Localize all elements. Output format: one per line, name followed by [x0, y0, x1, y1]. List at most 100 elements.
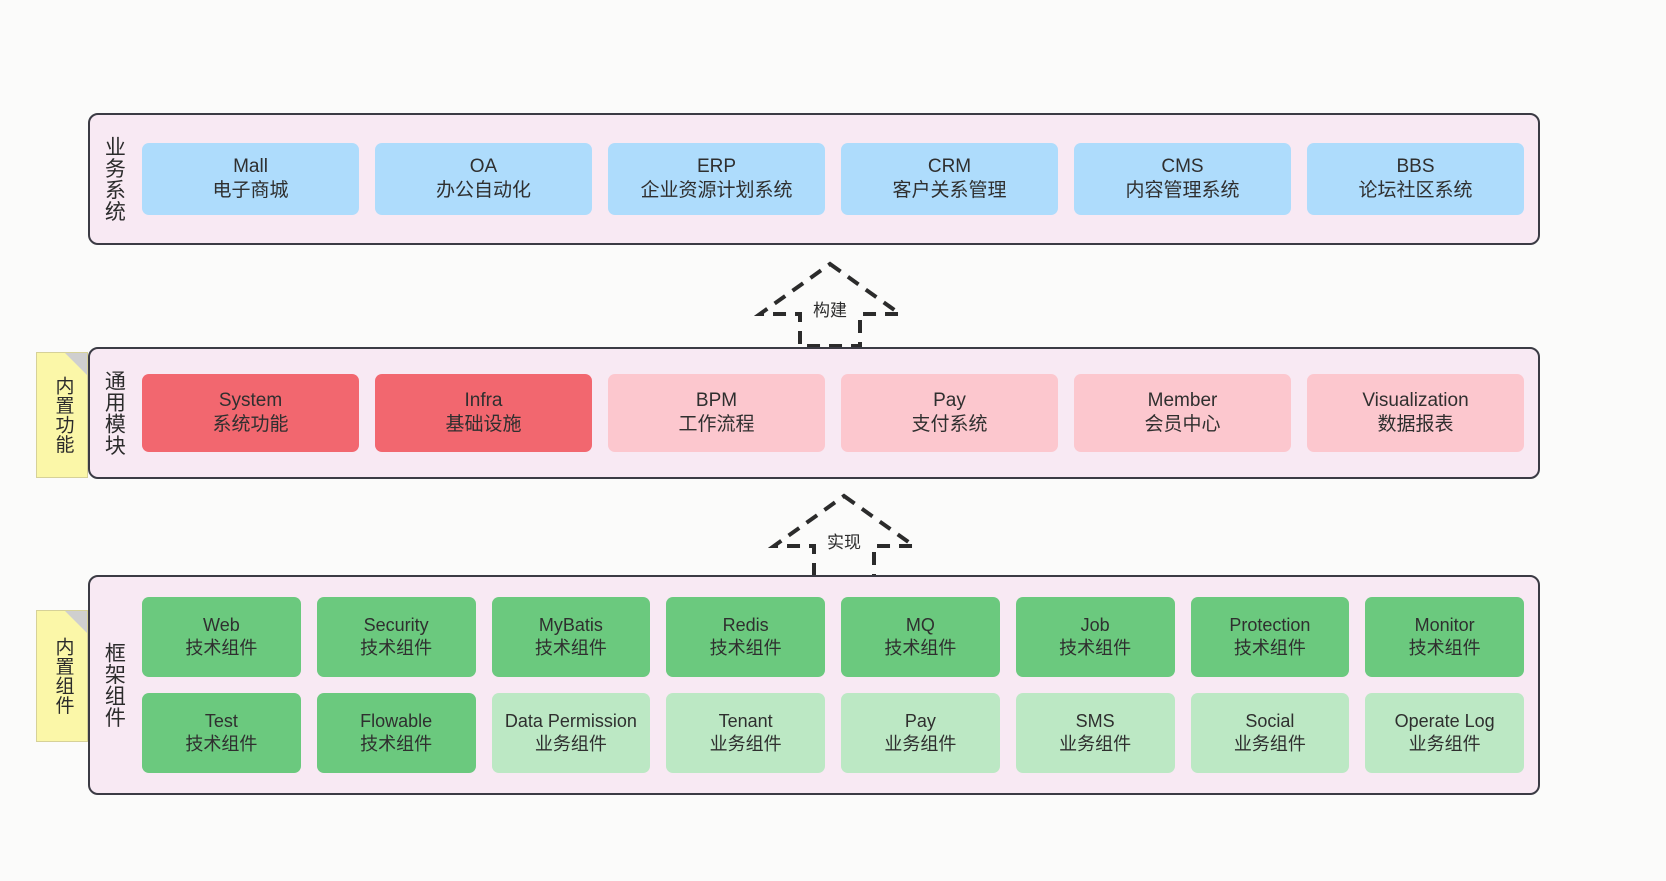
framework-component-box[interactable]: Redis 技术组件 [666, 597, 825, 677]
sticky-note-builtin-features: 内置功能 [36, 352, 88, 478]
box-title-en: Infra [464, 389, 503, 411]
box-title-cn: 业务组件 [709, 734, 782, 754]
box-title-cn: 内容管理系统 [1125, 180, 1240, 201]
box-title-cn: 技术组件 [360, 734, 433, 754]
business-system-box[interactable]: BBS 论坛社区系统 [1307, 143, 1524, 215]
box-title-cn: 业务组件 [534, 734, 607, 754]
box-title-en: BBS [1396, 155, 1435, 177]
box-title-en: CRM [927, 155, 972, 177]
box-title-en: SMS [1075, 710, 1115, 731]
box-title-cn: 论坛社区系统 [1358, 180, 1473, 201]
common-module-box[interactable]: Member 会员中心 [1074, 374, 1291, 452]
framework-component-box[interactable]: Flowable 技术组件 [316, 693, 476, 773]
framework-component-box[interactable]: Web 技术组件 [142, 597, 301, 677]
box-title-cn: 会员中心 [1144, 414, 1221, 435]
box-title-en: CMS [1161, 155, 1204, 177]
box-title-cn: 支付系统 [911, 414, 988, 435]
box-title-cn: 技术组件 [534, 638, 607, 658]
box-title-cn: 业务组件 [1233, 734, 1306, 754]
framework-component-box[interactable]: MQ 技术组件 [841, 597, 1000, 677]
box-title-cn: 技术组件 [1059, 638, 1132, 658]
framework-component-box[interactable]: MyBatis 技术组件 [491, 597, 651, 677]
common-module-box[interactable]: Pay 支付系统 [841, 374, 1058, 452]
layer-common-modules: 通用模块 System 系统功能 Infra 基础设施 BPM 工作流程 Pay 支付系统 Me… [88, 347, 1540, 479]
arrow-realize: 实现 [768, 490, 920, 582]
framework-component-box[interactable]: Tenant 业务组件 [666, 693, 825, 773]
box-title-cn: 技术组件 [185, 734, 258, 754]
box-title-en: Data Permission [504, 710, 637, 731]
box-title-en: ERP [696, 155, 737, 177]
framework-component-box[interactable]: Monitor 技术组件 [1365, 597, 1524, 677]
layer-business-body: Mall 电子商城 OA 办公自动化 ERP 企业资源计划系统 CRM 客户关系管理 CMS 内容… [136, 115, 1538, 243]
framework-component-box[interactable]: Operate Log 业务组件 [1365, 693, 1524, 773]
box-title-cn: 企业资源计划系统 [640, 180, 793, 201]
business-system-box[interactable]: CMS 内容管理系统 [1074, 143, 1291, 215]
framework-component-box[interactable]: Protection 技术组件 [1190, 597, 1350, 677]
box-title-en: Mall [233, 155, 268, 177]
framework-component-box[interactable]: Job 技术组件 [1015, 597, 1175, 677]
box-title-cn: 业务组件 [1059, 734, 1132, 754]
layer-modules-title: 通用模块 [102, 370, 126, 456]
common-module-box[interactable]: System 系统功能 [142, 374, 359, 452]
box-title-en: Pay [933, 389, 966, 411]
box-title-cn: 技术组件 [884, 638, 957, 658]
box-title-cn: 数据报表 [1377, 414, 1454, 435]
box-title-en: Test [204, 710, 238, 731]
box-title-en: OA [469, 155, 498, 177]
layer-modules-body: System 系统功能 Infra 基础设施 BPM 工作流程 Pay 支付系统 Member 会… [136, 349, 1538, 477]
box-title-en: MQ [905, 614, 935, 635]
box-title-en: System [218, 389, 283, 411]
framework-component-box[interactable]: Social 业务组件 [1190, 693, 1350, 773]
box-title-cn: 系统功能 [212, 414, 289, 435]
business-row: Mall 电子商城 OA 办公自动化 ERP 企业资源计划系统 CRM 客户关系管理 CMS 内容… [142, 143, 1524, 215]
framework-component-box[interactable]: Pay 业务组件 [841, 693, 1000, 773]
box-title-en: Tenant [718, 710, 773, 731]
common-module-box[interactable]: Visualization 数据报表 [1307, 374, 1524, 452]
box-title-cn: 电子商城 [212, 180, 289, 201]
sticky-note-builtin-components: 内置组件 [36, 610, 88, 742]
framework-component-box[interactable]: Test 技术组件 [142, 693, 301, 773]
box-title-cn: 工作流程 [678, 414, 755, 435]
box-title-en: Redis [722, 614, 769, 635]
business-system-box[interactable]: Mall 电子商城 [142, 143, 359, 215]
box-title-cn: 客户关系管理 [892, 180, 1007, 201]
box-title-cn: 业务组件 [1408, 734, 1481, 754]
box-title-cn: 技术组件 [1233, 638, 1306, 658]
box-title-en: Monitor [1414, 614, 1475, 635]
box-title-en: Flowable [360, 710, 433, 731]
box-title-en: Member [1147, 389, 1218, 411]
box-title-en: Social [1245, 710, 1295, 731]
box-title-en: Visualization [1362, 389, 1469, 411]
box-title-en: MyBatis [538, 614, 603, 635]
box-title-en: Web [203, 614, 240, 635]
layer-framework-title: 框架组件 [102, 642, 126, 728]
business-system-box[interactable]: CRM 客户关系管理 [841, 143, 1058, 215]
common-module-box[interactable]: Infra 基础设施 [375, 374, 592, 452]
box-title-cn: 技术组件 [185, 638, 258, 658]
common-module-box[interactable]: BPM 工作流程 [608, 374, 825, 452]
business-system-box[interactable]: ERP 企业资源计划系统 [608, 143, 825, 215]
box-title-cn: 技术组件 [360, 638, 433, 658]
layer-business-title: 业务系统 [102, 136, 126, 222]
box-title-cn: 技术组件 [1408, 638, 1481, 658]
box-title-en: BPM [695, 389, 738, 411]
box-title-cn: 办公自动化 [435, 180, 531, 201]
framework-component-box[interactable]: SMS 业务组件 [1015, 693, 1175, 773]
box-title-cn: 基础设施 [445, 414, 522, 435]
arrow-build: 构建 [754, 258, 906, 350]
layer-business-systems: 业务系统 Mall 电子商城 OA 办公自动化 ERP 企业资源计划系统 CRM 客户关系管理… [88, 113, 1540, 245]
framework-component-box[interactable]: Security 技术组件 [316, 597, 476, 677]
business-system-box[interactable]: OA 办公自动化 [375, 143, 592, 215]
box-title-en: Job [1080, 614, 1110, 635]
box-title-cn: 技术组件 [709, 638, 782, 658]
box-title-cn: 业务组件 [884, 734, 957, 754]
box-title-en: Protection [1229, 614, 1311, 635]
box-title-en: Operate Log [1394, 710, 1495, 731]
box-title-en: Security [363, 614, 429, 635]
framework-component-box[interactable]: Data Permission 业务组件 [491, 693, 651, 773]
modules-row: System 系统功能 Infra 基础设施 BPM 工作流程 Pay 支付系统 Member 会… [142, 374, 1524, 452]
box-title-en: Pay [904, 710, 936, 731]
